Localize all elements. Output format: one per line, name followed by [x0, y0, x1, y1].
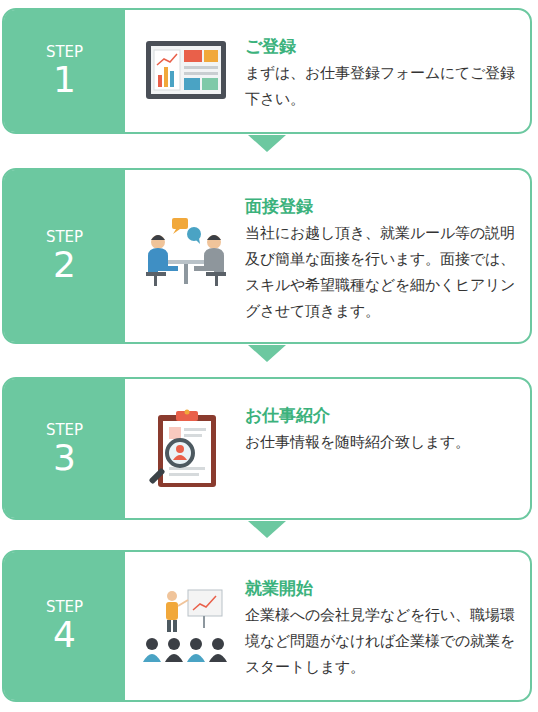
step-description: お仕事情報を随時紹介致します。 [245, 429, 523, 455]
step-number: 4 [53, 616, 76, 654]
step-label: STEP [46, 228, 83, 246]
step-label: STEP [46, 598, 83, 616]
step-connector [248, 520, 286, 550]
step-illustration [140, 29, 232, 113]
text-column: 面接登録当社にお越し頂き、就業ルール等の説明及び簡単な面接を行います。面接では、… [245, 194, 523, 324]
step-label: STEP [46, 43, 83, 61]
step-illustration [140, 407, 232, 491]
step-badge: STEP4 [4, 552, 125, 700]
step-title: ご登録 [245, 34, 523, 58]
text-column: 就業開始企業様への会社見学などを行い、職場環境など問題がなければ企業様での就業を… [245, 576, 523, 680]
step-card: お仕事紹介お仕事情報を随時紹介致します。 STEP3 [2, 377, 532, 520]
step-card: 就業開始企業様への会社見学などを行い、職場環境など問題がなければ企業様での就業を… [2, 550, 532, 702]
step-card: 面接登録当社にお越し頂き、就業ルール等の説明及び簡単な面接を行います。面接では、… [2, 168, 532, 344]
step-title: 就業開始 [245, 576, 523, 600]
step-badge: STEP3 [4, 379, 125, 518]
step-illustration [140, 584, 232, 668]
step-title: お仕事紹介 [245, 403, 523, 427]
step-badge: STEP2 [4, 170, 125, 342]
step-number: 2 [53, 246, 76, 284]
step-description: まずは、お仕事登録フォームにてご登録下さい。 [245, 60, 523, 112]
step-badge: STEP1 [4, 10, 125, 132]
text-column: お仕事紹介お仕事情報を随時紹介致します。 [245, 403, 523, 455]
step-number: 3 [53, 439, 76, 477]
step-card: ご登録まずは、お仕事登録フォームにてご登録下さい。 STEP1 [2, 8, 532, 134]
text-column: ご登録まずは、お仕事登録フォームにてご登録下さい。 [245, 34, 523, 112]
step-label: STEP [46, 421, 83, 439]
step-title: 面接登録 [245, 194, 523, 218]
step-number: 1 [53, 61, 76, 99]
step-illustration [140, 214, 232, 298]
step-description: 企業様への会社見学などを行い、職場環境など問題がなければ企業様での就業をスタート… [245, 602, 523, 680]
step-connector [248, 344, 286, 377]
step-description: 当社にお越し頂き、就業ルール等の説明及び簡単な面接を行います。面接では、スキルや… [245, 220, 523, 324]
step-connector [248, 134, 286, 168]
